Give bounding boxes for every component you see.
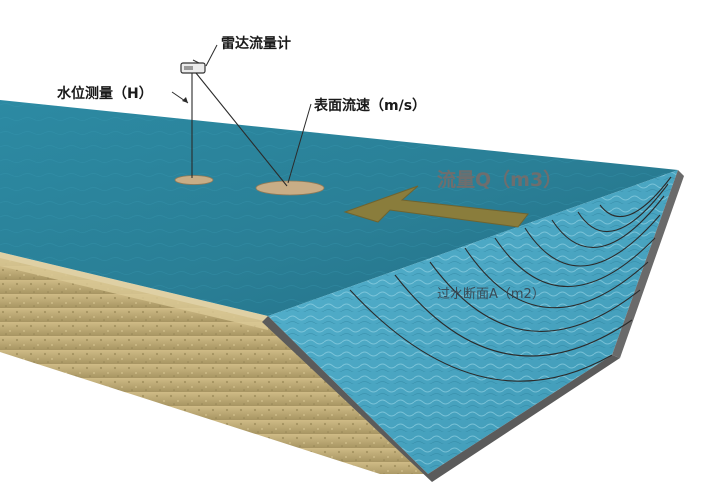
contour-line [551,195,665,248]
cross-section-texture [268,170,678,474]
contour-line [577,183,669,232]
contour-line [394,274,633,357]
leader-water-level-arrowhead [182,97,188,103]
contour-line [524,214,661,267]
surface-velocity-target [255,180,325,196]
contour-line [429,261,641,332]
label-water-level: 水位测量（H） [57,85,153,102]
contour-line [494,237,656,287]
leader-radar [205,44,218,67]
leader-surface-velocity [287,103,312,184]
radar-sensor-icon [180,59,206,74]
label-radar-flow-meter: 雷达流量计 [221,35,291,52]
contour-line [599,176,672,218]
contour-line [349,289,613,382]
water-level-target [174,175,214,185]
surface-velocity-beam [195,72,288,187]
label-cross-section-area: 过水断面A（m2） [437,287,545,302]
soil-bank-top-strip [0,252,268,330]
water-surface-texture [0,100,678,316]
soil-bank-front [0,258,428,474]
label-surface-velocity: 表面流速（m/s） [313,97,426,114]
flow-direction-arrow [343,185,529,228]
channel-right-wall [612,170,684,358]
channel-wall-edge [262,316,620,482]
velocity-contours [349,176,672,382]
contour-line [464,247,649,309]
label-flow-q: 流量Q（m3） [437,168,562,191]
